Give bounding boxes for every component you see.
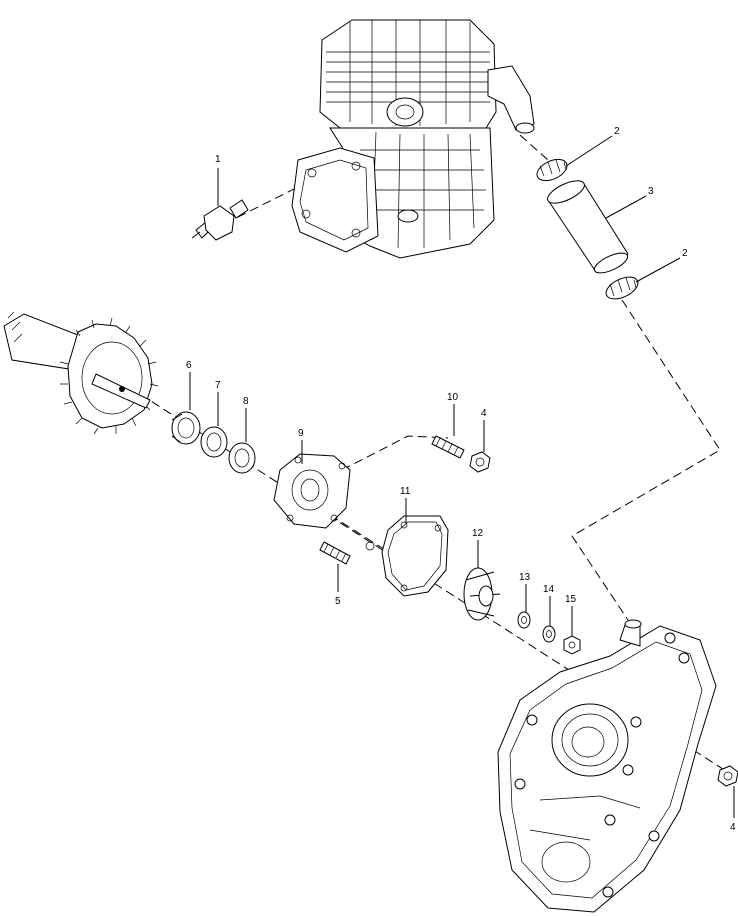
callout-10: 10 — [447, 392, 459, 403]
pump-housing — [273, 453, 375, 551]
callout-7: 7 — [215, 380, 221, 391]
callout-12: 12 — [472, 528, 484, 539]
callout-2-top: 2 — [614, 126, 620, 137]
nut-15 — [563, 635, 581, 655]
impeller-12 — [463, 567, 501, 621]
callout-6: 6 — [186, 360, 192, 371]
temperature-sensor — [191, 199, 249, 241]
callout-14: 14 — [543, 584, 555, 595]
bearing-6 — [171, 411, 201, 445]
coolant-hose — [547, 180, 629, 274]
nut-4-upper — [469, 451, 491, 473]
callout-4-upper: 4 — [481, 408, 487, 419]
hose-clamp-bottom — [605, 276, 639, 300]
hose-clamp-top — [536, 158, 568, 182]
water-pump-shaft-gear — [3, 311, 159, 435]
cylinder-head-assembly — [291, 19, 535, 259]
callout-13: 13 — [519, 572, 531, 583]
callout-5: 5 — [335, 596, 341, 607]
stud-5 — [319, 541, 351, 565]
callout-11: 11 — [400, 486, 411, 497]
leader-lines — [189, 135, 735, 818]
callout-labels: 1 2 3 2 6 7 8 10 4 9 11 12 13 14 15 5 4 — [186, 126, 736, 833]
gasket-11 — [381, 515, 449, 597]
washer-13 — [517, 611, 531, 629]
callout-8: 8 — [243, 396, 249, 407]
callout-15: 15 — [565, 594, 577, 605]
seal-7 — [200, 426, 228, 458]
crankcase-cover — [497, 619, 717, 913]
callout-2-bottom: 2 — [682, 248, 688, 259]
seal-8 — [228, 442, 256, 474]
stud-10 — [431, 435, 465, 459]
callout-3: 3 — [648, 186, 654, 197]
callout-4-lower: 4 — [730, 822, 736, 833]
washer-14 — [542, 625, 556, 643]
callout-9: 9 — [298, 428, 304, 439]
nut-4-lower — [717, 765, 738, 787]
callout-1: 1 — [215, 154, 221, 165]
